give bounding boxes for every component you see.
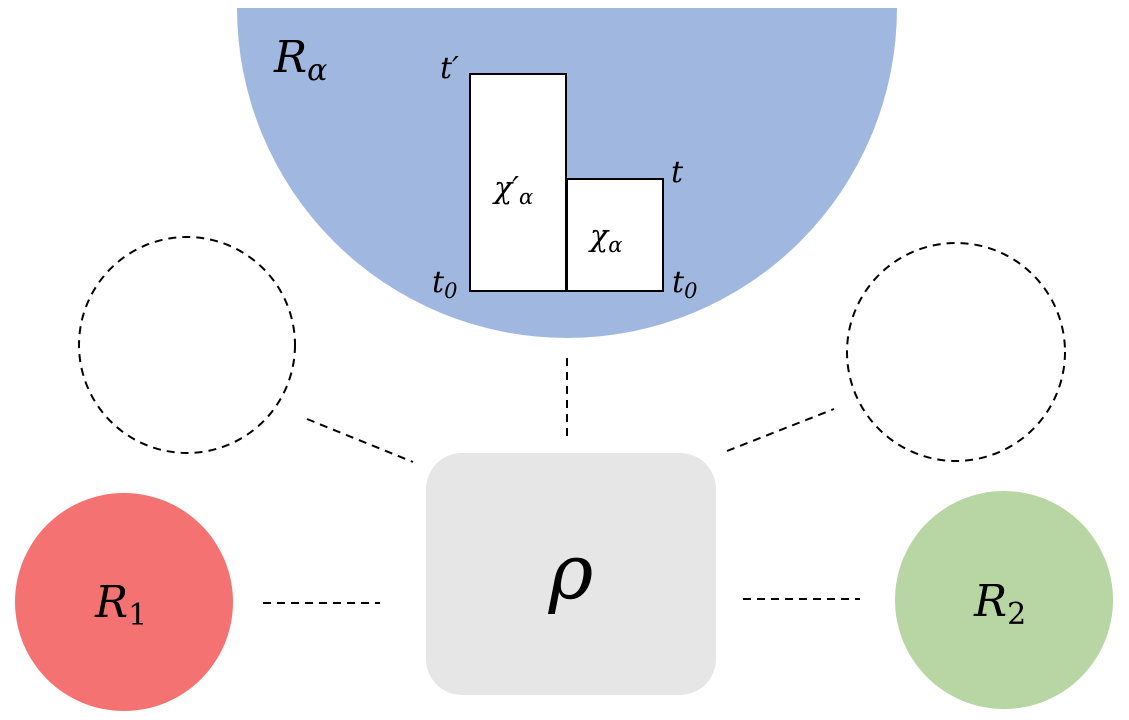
t-prime-label: t′ xyxy=(440,51,459,86)
reservoir-2-label: R2 xyxy=(973,576,1026,632)
reservoir-1-circle xyxy=(15,493,233,711)
chi-label: χα xyxy=(588,219,622,257)
chi-prime-label: χ′α xyxy=(492,171,533,209)
t0-left-label: t0 xyxy=(432,265,457,303)
coupling-line-upper-right xyxy=(726,408,835,452)
t0-right-label: t0 xyxy=(672,265,697,303)
chi-prime-box xyxy=(469,73,567,292)
t-label: t xyxy=(671,155,684,190)
reservoir-1-label: R1 xyxy=(94,577,147,633)
chi-box xyxy=(566,178,664,292)
placeholder-reservoir-right xyxy=(846,242,1066,462)
reservoir-2-circle xyxy=(895,491,1113,709)
placeholder-reservoir-left xyxy=(78,236,296,454)
system-rho-label: ρ xyxy=(548,527,594,616)
system-box xyxy=(426,453,716,695)
coupling-line-upper-left xyxy=(306,418,414,463)
reservoir-alpha-label: Rα xyxy=(273,32,327,88)
